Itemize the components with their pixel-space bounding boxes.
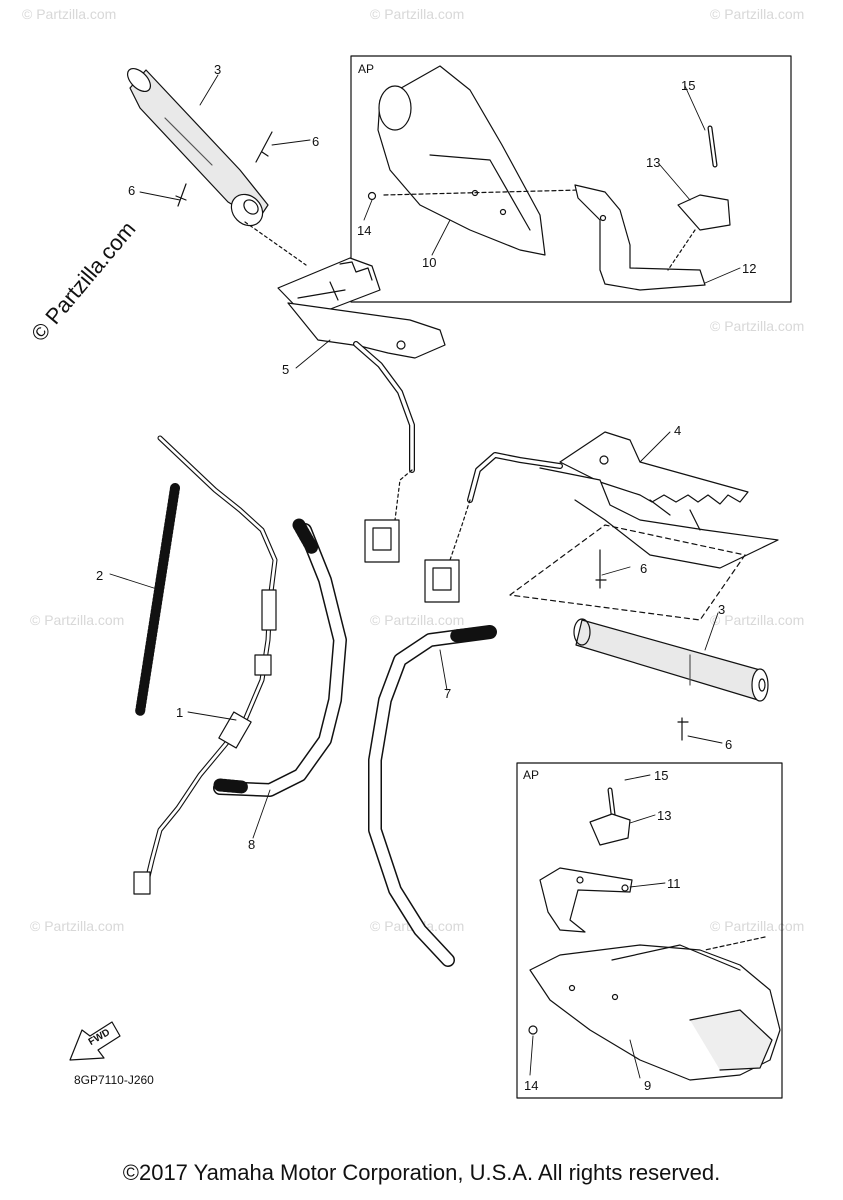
spring [135,483,180,717]
watermark: © Partzilla.com [30,918,125,934]
callout-11: 11 [667,876,681,891]
watermark: © Partzilla.com [710,318,805,334]
ap-label-top: AP [358,62,375,76]
callout-8: 8 [248,837,256,852]
callout-14: 14 [524,1078,539,1093]
grip-top [126,67,307,266]
callout-9: 9 [644,1078,652,1093]
throttle-cable [133,435,278,895]
heater-element-right [424,431,779,603]
hose-8 [213,518,347,797]
bracket-top [367,125,731,291]
callout-2: 2 [96,568,104,583]
copyright-notice: ©2017 Yamaha Motor Corporation, U.S.A. A… [122,1160,721,1185]
callout-1: 1 [176,705,184,720]
handguard-bottom [528,936,781,1081]
ap-box-top-frame [350,55,792,303]
callout-6: 6 [640,561,648,576]
callout-10: 10 [422,255,437,270]
callout-7: 7 [444,686,452,701]
callout-13: 13 [646,155,661,170]
callout-5: 5 [282,362,290,377]
leader-lines [109,74,741,1079]
callout-3: 3 [214,62,222,77]
heater-element-top [277,257,446,563]
watermark: © Partzilla.com [30,612,125,628]
watermark: © Partzilla.com [710,6,805,22]
callout-6: 6 [725,737,733,752]
watermark: © Partzilla.com [370,6,465,22]
handguard-top [377,65,581,256]
watermark: © Partzilla.com [22,6,117,22]
callout-13: 13 [657,808,672,823]
callout-4: 4 [674,423,682,438]
hose-7 [368,625,497,967]
fwd-arrow-icon [69,1021,121,1061]
callout-14: 14 [357,223,372,238]
callout-6: 6 [128,183,136,198]
watermark: © Partzilla.com [710,918,805,934]
bracket-bottom [539,787,633,933]
callout-3: 3 [718,602,726,617]
callout-6: 6 [312,134,320,149]
grip-right [509,524,769,702]
watermark: © Partzilla.com [710,612,805,628]
ap-label-bottom: AP [523,768,540,782]
callout-15: 15 [654,768,669,783]
rivets [175,131,689,741]
callout-15: 15 [681,78,696,93]
callout-12: 12 [742,261,757,276]
watermark: © Partzilla.com [370,612,465,628]
diagram-code: 8GP7110-J260 [74,1073,154,1087]
ap-box-bottom-frame [516,762,783,1099]
